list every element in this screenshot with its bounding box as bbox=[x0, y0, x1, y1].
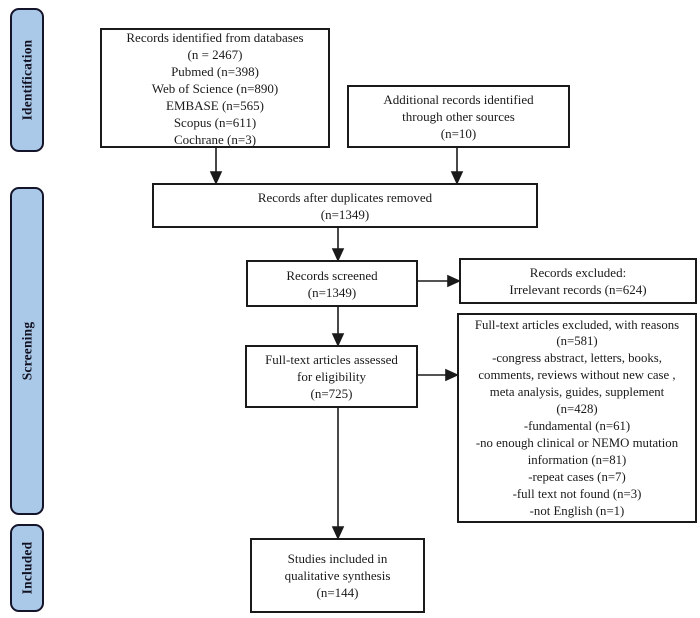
box-line: Full-text articles excluded, with reason… bbox=[474, 317, 680, 332]
box-line: Records excluded: bbox=[529, 265, 627, 280]
box-line: Studies included in bbox=[287, 551, 388, 566]
box-line: Full-text articles assessed bbox=[265, 352, 398, 367]
box-line: comments, reviews without new case , bbox=[478, 368, 676, 383]
stage-label-text: Screening bbox=[19, 321, 34, 381]
box-line: Cochrane (n=3) bbox=[173, 131, 257, 147]
stage-label-screening: Screening bbox=[10, 187, 44, 515]
box-line: Pubmed (n=398) bbox=[171, 63, 259, 79]
box-line: -full text not found (n=3) bbox=[512, 486, 642, 501]
box-line: information (n=81) bbox=[527, 452, 627, 467]
box-line: -no enough clinical or NEMO mutation bbox=[475, 435, 679, 450]
box-line: EMBASE (n=565) bbox=[166, 97, 264, 113]
box-line: Records identified from databases bbox=[126, 29, 304, 45]
box-line: qualitative synthesis bbox=[284, 568, 391, 583]
box-line: for eligibility bbox=[297, 369, 366, 384]
box-line: meta analysis, guides, supplement bbox=[489, 385, 665, 400]
box-line: (n=581) bbox=[556, 334, 598, 349]
box-line: Irrelevant records (n=624) bbox=[509, 282, 647, 297]
box-line: -fundamental (n=61) bbox=[523, 419, 631, 433]
records-identified-box: Records identified from databases (n = 2… bbox=[100, 28, 330, 148]
box-line: -not English (n=1) bbox=[529, 503, 625, 518]
box-line: (n=1349) bbox=[320, 206, 370, 222]
fulltext-excluded-box: Full-text articles excluded, with reason… bbox=[457, 313, 697, 523]
box-line: (n=428) bbox=[556, 402, 598, 417]
box-line: Additional records identified bbox=[383, 92, 534, 107]
box-line: Records after duplicates removed bbox=[257, 189, 433, 205]
records-screened-box: Records screened (n=1349) bbox=[246, 260, 418, 307]
box-line: (n=1349) bbox=[307, 284, 357, 300]
records-excluded-box: Records excluded: Irrelevant records (n=… bbox=[459, 258, 697, 304]
box-line: through other sources bbox=[402, 109, 515, 124]
box-line: -congress abstract, letters, books, bbox=[492, 351, 662, 366]
studies-included-box: Studies included in qualitative synthesi… bbox=[250, 538, 425, 613]
box-line: -repeat cases (n=7) bbox=[528, 469, 626, 484]
fulltext-assessed-box: Full-text articles assessed for eligibil… bbox=[245, 345, 418, 408]
stage-label-text: Identification bbox=[19, 39, 34, 121]
additional-records-box: Additional records identified through ot… bbox=[347, 85, 570, 148]
box-line: (n=725) bbox=[310, 386, 353, 401]
box-line: Records screened bbox=[286, 267, 378, 283]
box-line: Scopus (n=611) bbox=[173, 114, 257, 130]
stage-label-included: Included bbox=[10, 524, 44, 612]
box-line: (n=10) bbox=[440, 126, 477, 141]
stage-label-text: Included bbox=[19, 541, 34, 595]
box-line: (n = 2467) bbox=[187, 46, 243, 62]
stage-label-identification: Identification bbox=[10, 8, 44, 152]
box-line: (n=144) bbox=[316, 585, 359, 600]
duplicates-removed-box: Records after duplicates removed (n=1349… bbox=[152, 183, 538, 228]
box-line: Web of Science (n=890) bbox=[151, 80, 279, 96]
